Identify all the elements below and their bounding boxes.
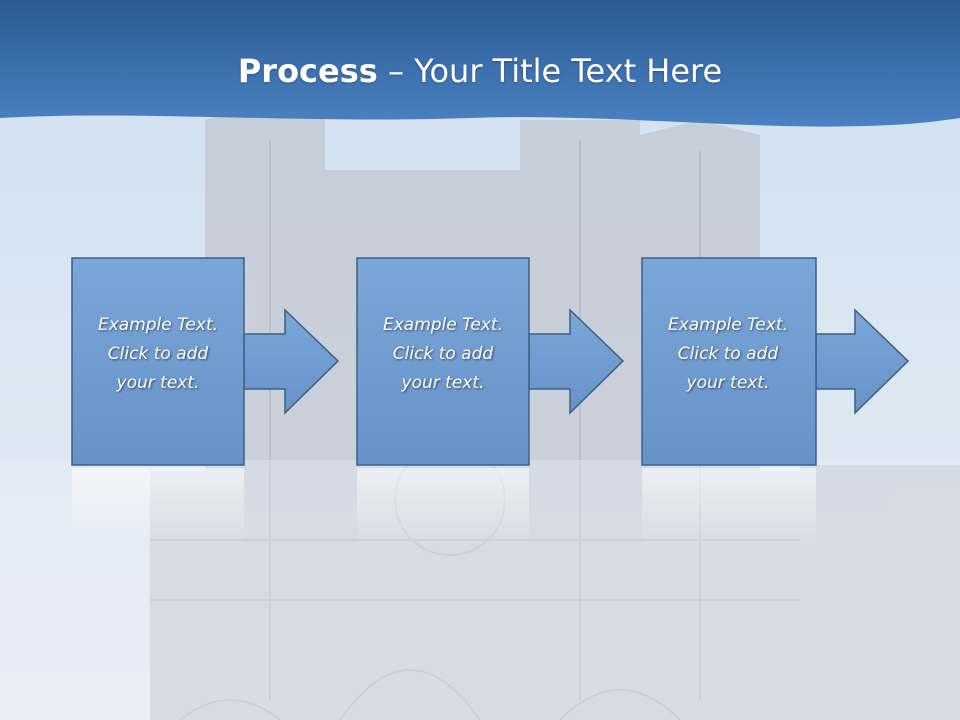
arrow-shape-2 bbox=[528, 308, 625, 415]
process-step-3[interactable] bbox=[641, 257, 910, 466]
box-reflection bbox=[72, 468, 244, 548]
arrow-shape-3 bbox=[815, 308, 910, 415]
slide-title[interactable]: Process – Your Title Text Here bbox=[0, 52, 960, 90]
step-text-line: Click to add bbox=[392, 344, 494, 364]
step-text-line: Example Text. bbox=[97, 315, 219, 335]
step-text-line: Click to add bbox=[107, 344, 209, 364]
step-text-line: Click to add bbox=[677, 344, 779, 364]
step-text-line: your text. bbox=[686, 373, 770, 393]
slide-title-bold: Process bbox=[237, 52, 378, 90]
process-step-2[interactable] bbox=[356, 257, 625, 466]
step-box-1 bbox=[71, 257, 245, 466]
step-text-line: Example Text. bbox=[382, 315, 504, 335]
step-text-2[interactable]: Example Text. Click to add your text. bbox=[357, 311, 529, 398]
step-box-3 bbox=[641, 257, 817, 466]
arrow-shape-1 bbox=[243, 308, 340, 415]
step-text-1[interactable]: Example Text. Click to add your text. bbox=[72, 311, 244, 398]
step-text-line: your text. bbox=[116, 373, 200, 393]
process-step-1[interactable] bbox=[71, 257, 340, 466]
header-band bbox=[0, 0, 960, 127]
step-text-line: Example Text. bbox=[667, 315, 789, 335]
box-reflection bbox=[642, 468, 816, 548]
step-text-3[interactable]: Example Text. Click to add your text. bbox=[642, 311, 814, 398]
step-box-2 bbox=[356, 257, 530, 466]
slide-title-rest: – Your Title Text Here bbox=[377, 52, 723, 90]
box-reflection bbox=[357, 468, 529, 548]
step-text-line: your text. bbox=[401, 373, 485, 393]
